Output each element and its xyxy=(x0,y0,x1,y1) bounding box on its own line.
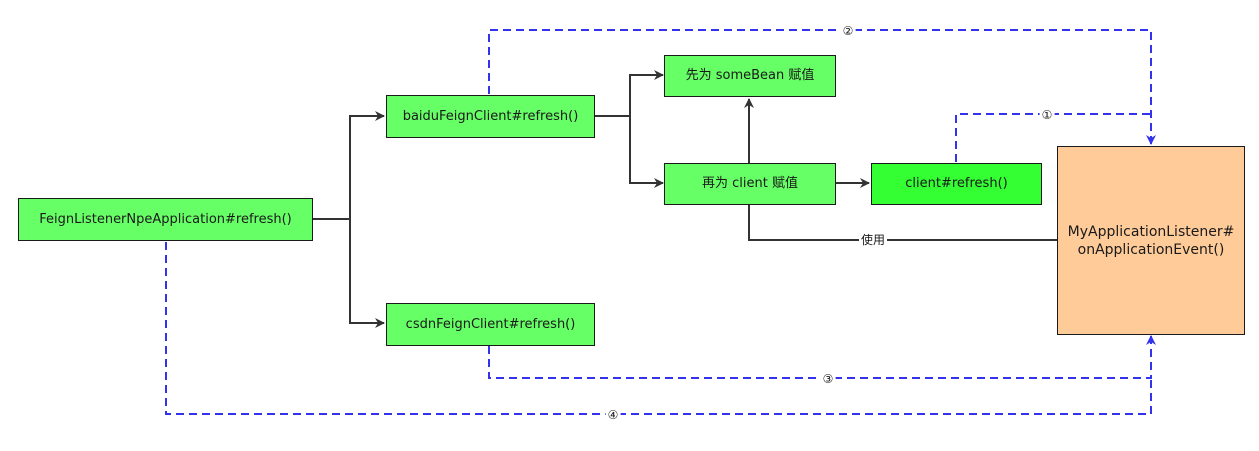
edge-to-baidu xyxy=(349,111,385,219)
edge-step2 xyxy=(488,29,1156,145)
node-application-listener: MyApplicationListener# onApplicationEven… xyxy=(1057,146,1245,335)
node-assign-somebean-label: 先为 someBean 赋值 xyxy=(685,68,815,83)
node-csdn-feign-client-refresh: csdnFeignClient#refresh() xyxy=(386,303,595,346)
edge-to-somebean xyxy=(629,70,664,116)
node-client-refresh: client#refresh() xyxy=(871,163,1042,205)
edge-use xyxy=(744,98,1057,241)
node-assign-somebean: 先为 someBean 赋值 xyxy=(664,55,836,97)
node-csdn-feign-client-refresh-label: csdnFeignClient#refresh() xyxy=(405,316,576,332)
node-client-refresh-label: client#refresh() xyxy=(905,176,1008,191)
node-application-listener-line1: MyApplicationListener# xyxy=(1067,223,1235,240)
node-baidu-feign-client-refresh: baiduFeignClient#refresh() xyxy=(386,95,595,138)
edge-label-step4: ④ xyxy=(605,408,621,422)
edge-step3 xyxy=(488,335,1156,379)
edge-label-step2: ② xyxy=(840,24,856,38)
edge-step4 xyxy=(165,242,1152,415)
edge-to-csdn xyxy=(349,219,385,328)
edge-to-client-assign xyxy=(629,116,664,188)
edge-label-step1: ① xyxy=(1039,108,1055,122)
node-feign-application-refresh: FeignListenerNpeApplication#refresh() xyxy=(18,198,313,241)
edge-label-step3: ③ xyxy=(820,372,836,386)
edge-label-use: 使用 xyxy=(858,233,888,247)
node-assign-client: 再为 client 赋值 xyxy=(664,163,836,205)
node-application-listener-line2: onApplicationEvent() xyxy=(1077,241,1225,258)
node-baidu-feign-client-refresh-label: baiduFeignClient#refresh() xyxy=(402,108,579,124)
node-assign-client-label: 再为 client 赋值 xyxy=(702,176,798,191)
edge-step1 xyxy=(955,113,1151,162)
node-feign-application-refresh-label: FeignListenerNpeApplication#refresh() xyxy=(39,211,292,227)
